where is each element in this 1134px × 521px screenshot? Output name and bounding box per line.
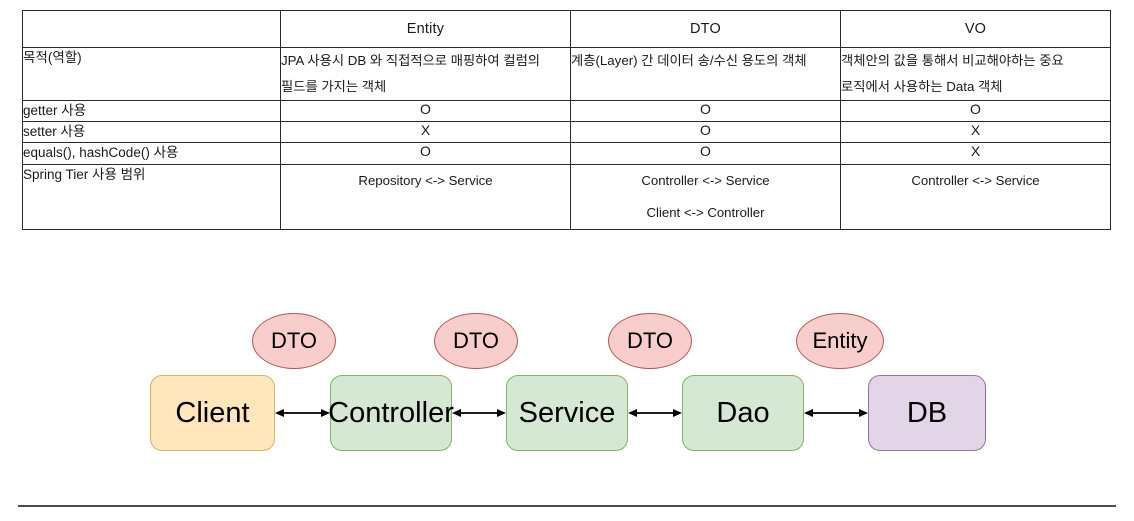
connector-controller-service xyxy=(452,406,506,420)
cell-equals-dto: O xyxy=(570,142,841,165)
row-label-getter: getter 사용 xyxy=(22,99,281,123)
table-row: 목적(역할) JPA 사용시 DB 와 직접적으로 매핑하여 컬럼의 필드를 가… xyxy=(22,47,1111,101)
bubble-dto-client-controller: DTO xyxy=(252,313,336,369)
cell-tier-entity: Repository <-> Service xyxy=(280,163,571,231)
cell-setter-dto: O xyxy=(570,121,841,144)
cell-purpose-dto: 계층(Layer) 간 데이터 송/수신 용도의 객체 xyxy=(570,47,841,101)
column-header-dto: DTO xyxy=(570,10,841,48)
table-header: Entity DTO VO xyxy=(22,10,1111,48)
tier-line: Controller <-> Service xyxy=(911,172,1040,188)
bubble-entity-dao-db: Entity xyxy=(796,313,884,369)
connector-dao-db xyxy=(804,406,868,420)
cell-getter-vo: O xyxy=(840,99,1111,123)
tier-line: Repository <-> Service xyxy=(358,172,493,188)
row-label-purpose: 목적(역할) xyxy=(22,47,281,101)
architecture-flow-diagram: DTO DTO DTO Entity Client Controller Ser… xyxy=(0,305,1134,480)
row-label-spring-tier: Spring Tier 사용 범위 xyxy=(22,163,281,231)
row-label-setter: setter 사용 xyxy=(22,121,281,144)
connector-service-dao xyxy=(628,406,682,420)
node-dao[interactable]: Dao xyxy=(682,375,804,451)
row-label-equals: equals(), hashCode() 사용 xyxy=(22,142,281,165)
cell-tier-dto: Controller <-> Service Client <-> Contro… xyxy=(570,163,841,231)
cell-getter-entity: O xyxy=(280,99,571,123)
table-row: Spring Tier 사용 범위 Repository <-> Service… xyxy=(22,163,1111,231)
table-header-row: Entity DTO VO xyxy=(22,10,1111,48)
cell-equals-vo: X xyxy=(840,142,1111,165)
column-header-blank xyxy=(22,10,281,48)
node-client[interactable]: Client xyxy=(150,375,275,451)
cell-purpose-vo: 객체안의 값을 통해서 비교해야하는 중요 로직에서 사용하는 Data 객체 xyxy=(840,47,1111,101)
footer-divider xyxy=(18,505,1116,507)
table-row: equals(), hashCode() 사용 O O X xyxy=(22,142,1111,165)
cell-getter-dto: O xyxy=(570,99,841,123)
cell-setter-entity: X xyxy=(280,121,571,144)
connector-client-controller xyxy=(275,406,330,420)
comparison-table: Entity DTO VO 목적(역할) JPA 사용시 DB 와 직접적으로 … xyxy=(22,10,1111,231)
node-controller[interactable]: Controller xyxy=(328,375,454,451)
column-header-entity: Entity xyxy=(280,10,571,48)
cell-equals-entity: O xyxy=(280,142,571,165)
bubble-dto-service-dao: DTO xyxy=(608,313,692,369)
node-service[interactable]: Service xyxy=(506,375,628,451)
cell-tier-vo: Controller <-> Service xyxy=(840,163,1111,231)
bubble-dto-controller-service: DTO xyxy=(434,313,518,369)
cell-purpose-entity: JPA 사용시 DB 와 직접적으로 매핑하여 컬럼의 필드를 가지는 객체 xyxy=(280,47,571,101)
cell-setter-vo: X xyxy=(840,121,1111,144)
table-row: getter 사용 O O O xyxy=(22,99,1111,123)
column-header-vo: VO xyxy=(840,10,1111,48)
tier-line: Client <-> Controller xyxy=(646,204,765,220)
table-body: 목적(역할) JPA 사용시 DB 와 직접적으로 매핑하여 컬럼의 필드를 가… xyxy=(22,47,1111,231)
table-row: setter 사용 X O X xyxy=(22,121,1111,144)
tier-line: Controller <-> Service xyxy=(641,172,770,188)
node-db[interactable]: DB xyxy=(868,375,986,451)
